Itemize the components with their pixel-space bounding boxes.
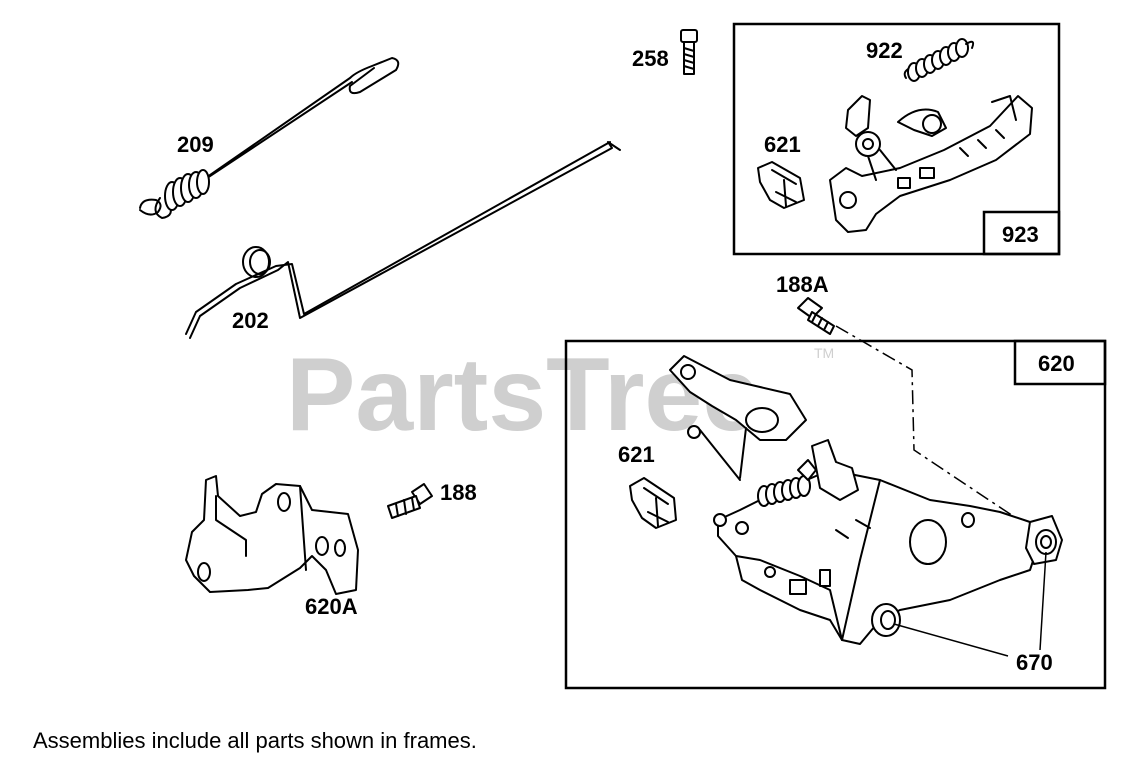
leader-670-a	[1039, 551, 1047, 651]
leader-188a	[835, 325, 1023, 523]
frame-923-tag	[982, 210, 1061, 256]
label-922: 922	[866, 38, 903, 63]
label-620a: 620A	[305, 594, 358, 619]
part-258-screw[interactable]	[680, 29, 698, 75]
part-202-governor-link[interactable]	[185, 141, 621, 339]
label-188: 188	[440, 480, 477, 505]
part-620a-bracket[interactable]	[185, 475, 359, 595]
frame-620-tag	[1013, 339, 1107, 386]
leader-670-b	[893, 623, 1009, 657]
part-188-screw[interactable]	[387, 483, 433, 519]
watermark-trademark: TM	[814, 345, 834, 361]
label-258: 258	[632, 46, 669, 71]
watermark: PartsTree	[286, 337, 760, 453]
assembly-923-governor-bracket[interactable]	[829, 95, 1033, 233]
part-209-spring-link[interactable]	[139, 57, 400, 219]
part-621-clip-upper[interactable]	[757, 161, 805, 209]
label-620: 620	[1038, 351, 1075, 376]
label-188a: 188A	[776, 272, 829, 297]
label-621-upper: 621	[764, 132, 801, 157]
frame-620	[564, 339, 1107, 690]
part-621-clip-lower[interactable]	[629, 477, 677, 529]
label-202: 202	[232, 308, 269, 333]
part-922-spring[interactable]	[903, 38, 975, 82]
label-621-lower: 621	[618, 442, 655, 467]
assembly-footnote: Assemblies include all parts shown in fr…	[33, 728, 477, 753]
label-209: 209	[177, 132, 214, 157]
spring-coil-209	[139, 169, 210, 219]
assembly-620-control-bracket[interactable]	[669, 355, 1063, 645]
frame-923	[732, 22, 1061, 256]
label-923: 923	[1002, 222, 1039, 247]
label-670: 670	[1016, 650, 1053, 675]
part-188a-screw[interactable]	[797, 297, 835, 335]
